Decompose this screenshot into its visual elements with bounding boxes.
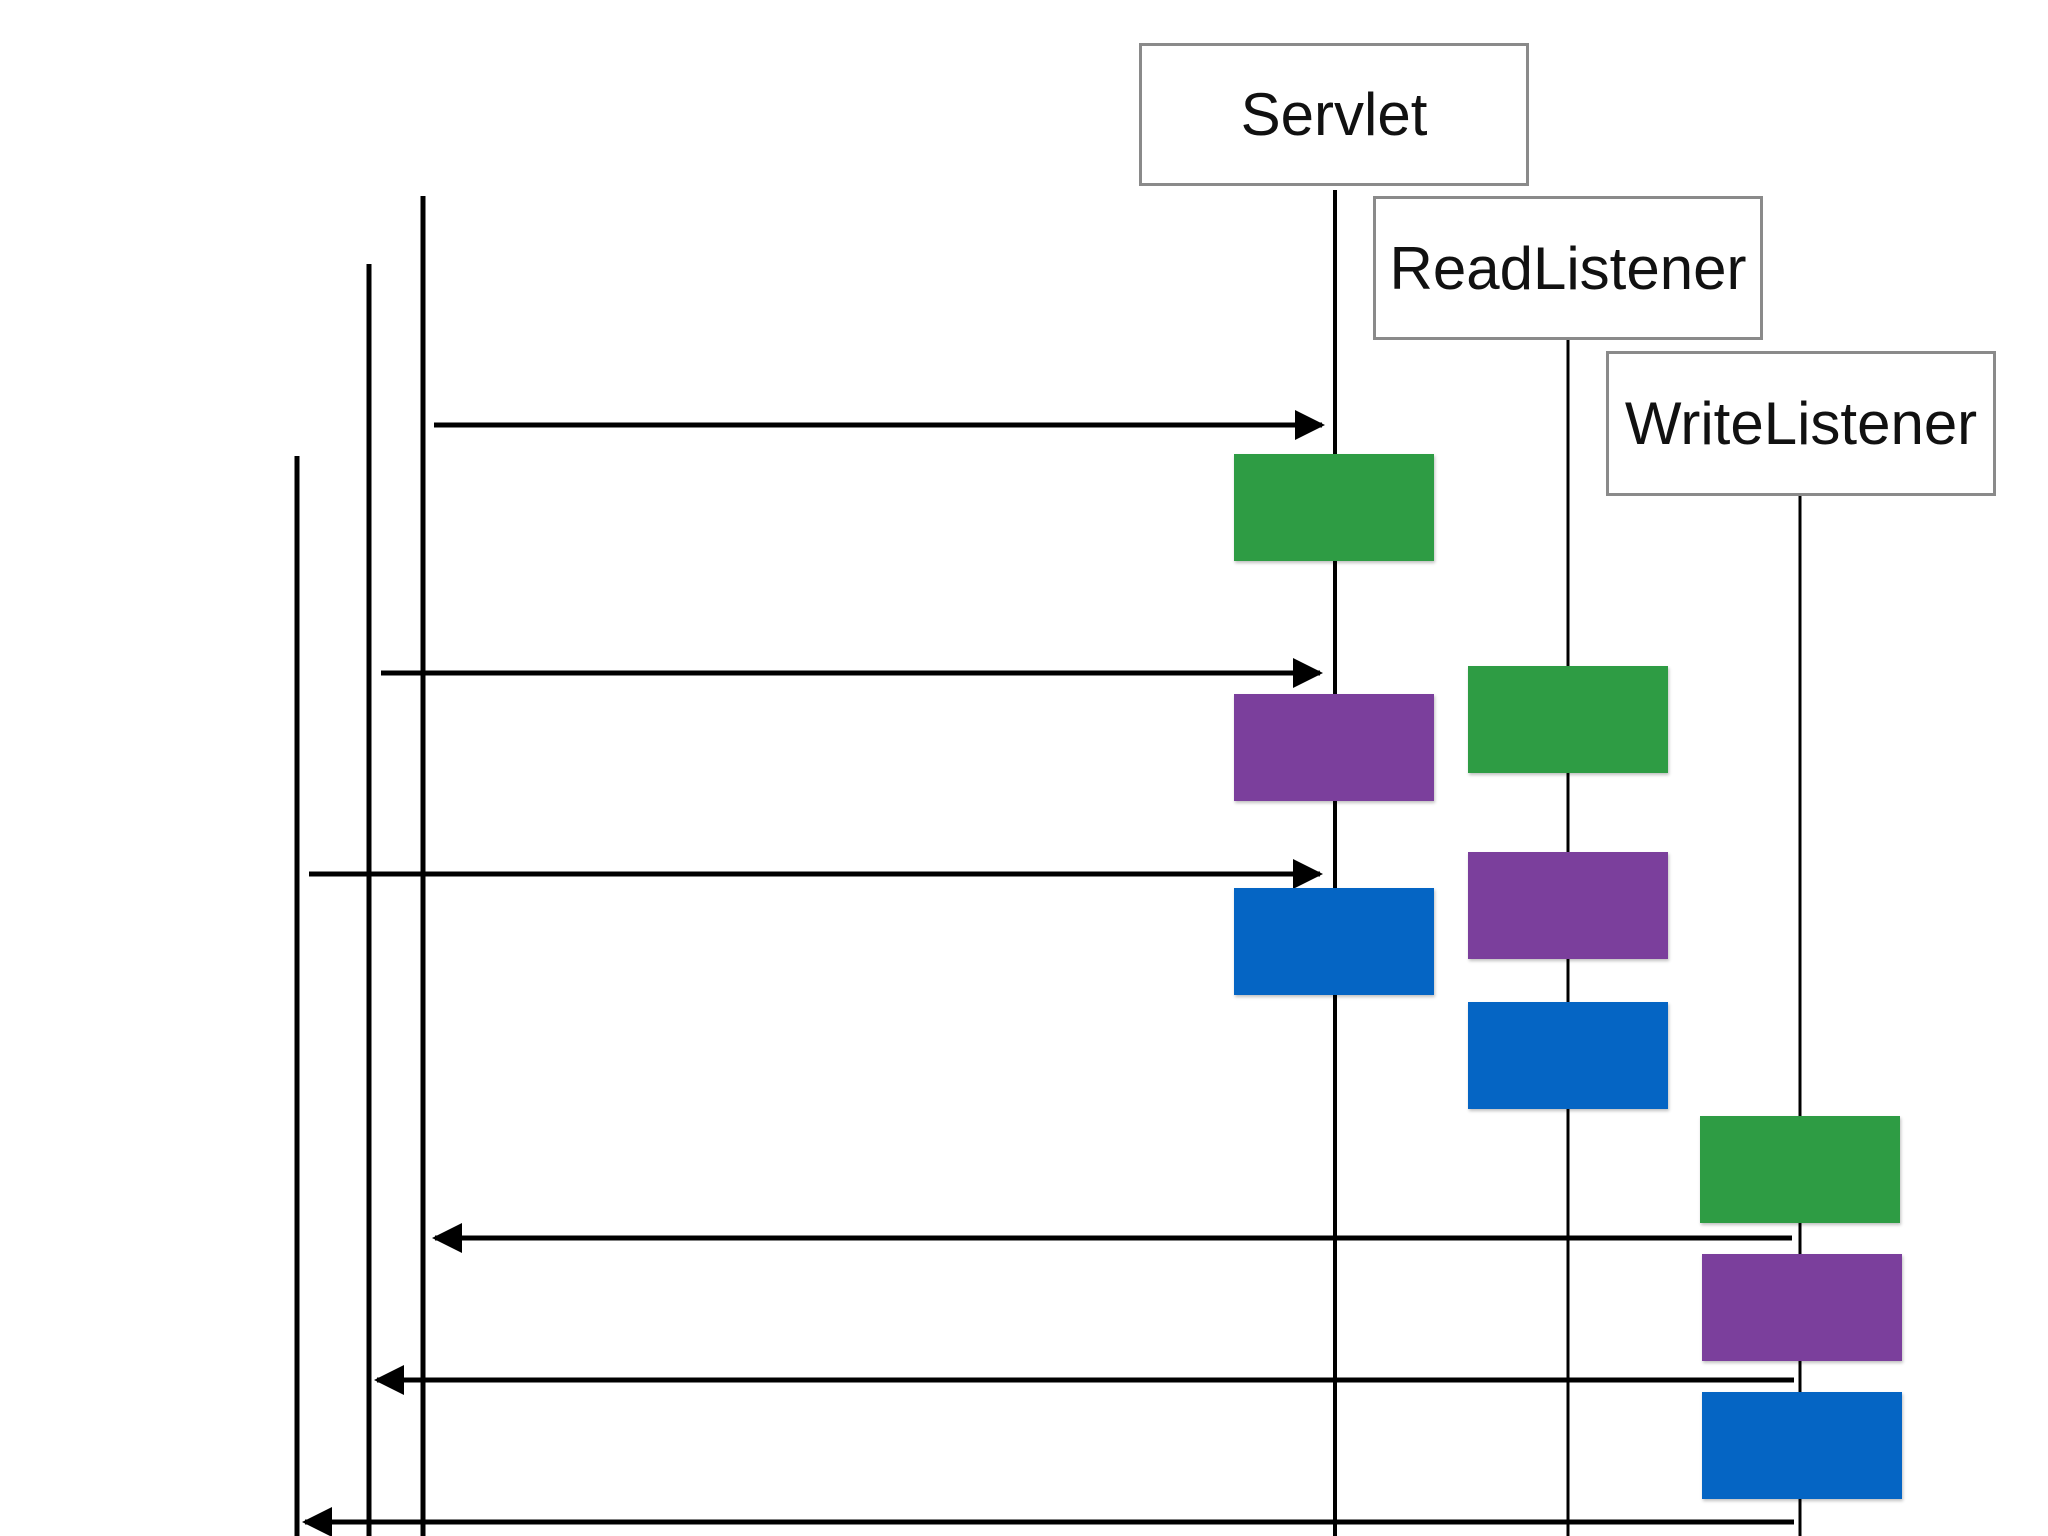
write-listener-activation-blue [1702,1392,1902,1499]
servlet-activation-green [1234,454,1434,561]
write-listener-label: WriteListener [1624,390,1978,457]
write-listener-activation-green [1700,1116,1900,1223]
read-listener-activation-purple [1468,852,1668,959]
read-listener-activation-blue [1468,1002,1668,1109]
write-listener-box: WriteListener [1606,351,1996,496]
read-listener-box: ReadListener [1373,196,1763,340]
read-listener-label: ReadListener [1389,234,1747,302]
read-listener-activation-green [1468,666,1668,773]
write-listener-activation-purple [1702,1254,1902,1361]
servlet-activation-blue [1234,888,1434,995]
servlet-activation-purple [1234,694,1434,801]
servlet-box: Servlet [1139,43,1529,186]
servlet-label: Servlet [1240,81,1428,148]
